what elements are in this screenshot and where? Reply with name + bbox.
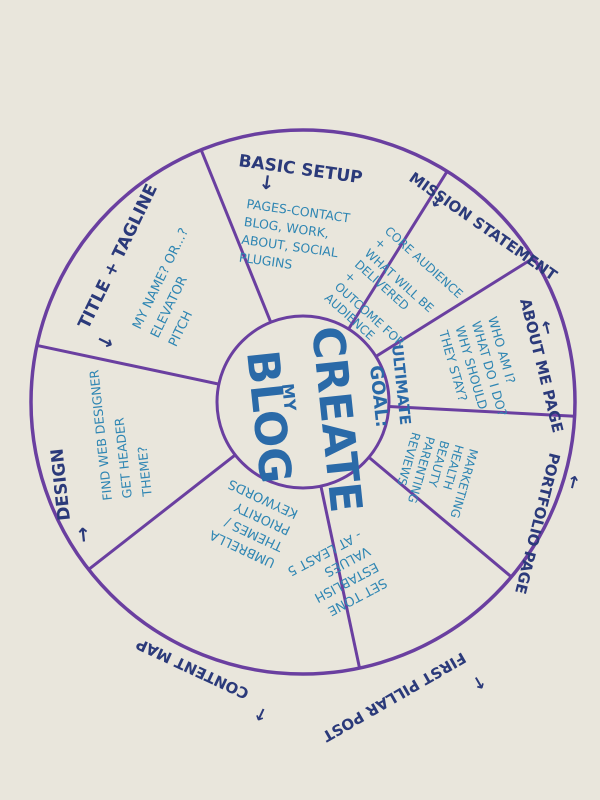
arrow-icon: ↑ bbox=[467, 670, 489, 694]
arrow-icon: ← bbox=[562, 473, 585, 492]
arrow-icon: → bbox=[71, 526, 95, 544]
center-hub: ULTIMATE GOAL: CREATE MY BLOG bbox=[236, 324, 414, 515]
center-my: MY bbox=[278, 382, 300, 412]
segment-note-line: THEME? bbox=[135, 446, 155, 499]
segment-title-tagline: TITLE + TAGLINE↓MY NAME? OR...?ELEVATORP… bbox=[75, 181, 197, 354]
divider-line bbox=[367, 456, 513, 578]
center-goal: GOAL: bbox=[365, 364, 392, 428]
ring-layer bbox=[29, 128, 577, 676]
segment-portfolio-page: PORTFOLIO PAGE←MARKETINGHEALTHBEAUTYPARE… bbox=[394, 431, 584, 596]
divider-line bbox=[375, 256, 535, 358]
segment-note-line: GET HEADER bbox=[111, 416, 134, 499]
arrow-icon: ↓ bbox=[257, 171, 276, 195]
arrow-icon: ← bbox=[535, 318, 558, 337]
divider-line bbox=[199, 149, 273, 323]
outer-ring bbox=[29, 128, 577, 676]
segment-title: PORTFOLIO PAGE bbox=[511, 451, 563, 596]
divider-line bbox=[36, 343, 220, 386]
divider-line bbox=[388, 405, 575, 418]
segment-title: FIRST PILLAR POST bbox=[319, 649, 469, 746]
segment-first-pillar-post: FIRST PILLAR POST↑SET TONEESTABLISHVALUE… bbox=[285, 527, 490, 746]
segment-title: BASIC SETUP bbox=[237, 151, 363, 188]
divider-line bbox=[347, 170, 449, 330]
arrow-icon: ↑ bbox=[251, 701, 272, 725]
divider-line bbox=[87, 453, 237, 571]
segment-about-me-page: ABOUT ME PAGE←WHO AM I?WHAT DO I DO?WHY … bbox=[436, 297, 567, 435]
segment-title: DESIGN bbox=[48, 447, 75, 521]
segment-title: CONTENT MAP bbox=[133, 635, 251, 703]
divider-line bbox=[319, 485, 362, 669]
arrow-icon: ↓ bbox=[93, 330, 120, 354]
inner-ring bbox=[215, 314, 391, 490]
segment-note-line: FIND WEB DESIGNER bbox=[86, 369, 115, 502]
segment-note-line: PLUGINS bbox=[238, 250, 293, 272]
